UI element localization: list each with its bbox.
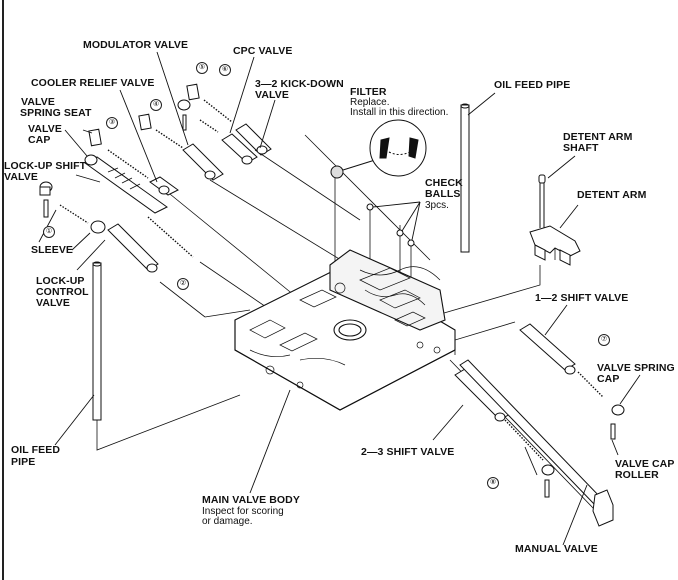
- label-valve-cap-2: CAP: [28, 134, 51, 146]
- label-filter: FILTER: [350, 86, 387, 98]
- label-shift-valve-12: 1—2 SHIFT VALVE: [535, 292, 629, 304]
- shift-valve-12-part: [519, 323, 576, 375]
- cpc-valve-part: [177, 83, 258, 165]
- label-valve-spring-seat-2: SPRING SEAT: [20, 107, 92, 119]
- label-check-balls-2: BALLS: [425, 188, 461, 200]
- spring-number-6: ⑥: [219, 64, 231, 76]
- label-modulator-valve: MODULATOR VALVE: [83, 39, 189, 51]
- label-lockup-control-valve-1: LOCK-UP: [36, 275, 85, 287]
- label-detent-arm-shaft-1: DETENT ARM: [563, 131, 633, 143]
- cooler-relief-valve-part: [149, 176, 179, 196]
- label-valve-spring-cap-1: VALVE SPRING: [597, 362, 675, 374]
- modulator-valve-part: [182, 143, 224, 181]
- spring-5: [199, 119, 219, 133]
- sleeve-part: [90, 220, 106, 234]
- label-lockup-control-valve-2: CONTROL: [36, 286, 89, 298]
- main-valve-body-note-2: or damage.: [202, 516, 253, 527]
- label-shift-valve-23: 2—3 SHIFT VALVE: [361, 446, 455, 458]
- kickdown-valve-part: [235, 123, 272, 156]
- label-valve-spring-cap-2: CAP: [597, 373, 620, 385]
- main-valve-body-note-1: Inspect for scoring: [202, 506, 284, 517]
- label-lockup-shift-valve-2: VALVE: [4, 171, 38, 183]
- detent-arm: [529, 225, 581, 266]
- manual-valve-part: [459, 359, 614, 527]
- valve-cap-roller-part: [610, 423, 616, 440]
- label-kickdown-valve-2: VALVE: [255, 89, 289, 101]
- label-valve-cap-1: VALVE: [28, 123, 62, 135]
- lockup-control-valve-part: [107, 223, 159, 273]
- label-main-valve-body: MAIN VALVE BODY: [202, 494, 300, 506]
- label-valve-cap-roller-2: ROLLER: [615, 469, 659, 481]
- detent-arm-shaft: [538, 174, 546, 228]
- spring-number-5: ⑤: [196, 62, 208, 74]
- spring-number-1: ①: [43, 226, 55, 238]
- spring-number-2: ②: [177, 278, 189, 290]
- spring-2: [147, 216, 194, 258]
- filter-note-2: Install in this direction.: [350, 107, 449, 118]
- filter-note-1: Replace.: [350, 97, 390, 108]
- label-detent-arm: DETENT ARM: [577, 189, 647, 201]
- label-check-balls-1: CHECK: [425, 177, 463, 189]
- valve-cap-left-1: [39, 181, 53, 196]
- label-cpc-valve: CPC VALVE: [233, 45, 293, 57]
- spring-number-4: ④: [150, 99, 162, 111]
- label-oil-feed-pipe-left-2: PIPE: [11, 456, 36, 468]
- spring-8: [504, 419, 544, 461]
- label-cooler-relief-valve: COOLER RELIEF VALVE: [31, 77, 155, 89]
- label-oil-feed-pipe-right: OIL FEED PIPE: [494, 79, 571, 91]
- spring-number-7: ⑦: [598, 334, 610, 346]
- spring-4-seat: [138, 113, 152, 131]
- oil-feed-pipe-right: [460, 103, 470, 253]
- filter-part: [330, 119, 427, 179]
- lockup-shift-valve: [84, 154, 168, 214]
- spring-1: [59, 204, 89, 224]
- page-border: [2, 0, 4, 580]
- oil-feed-pipe-left: [92, 261, 102, 421]
- label-valve-cap-roller-1: VALVE CAP: [615, 458, 675, 470]
- label-lockup-control-valve-3: VALVE: [36, 297, 70, 309]
- valve-spring-seat-part: [88, 128, 102, 147]
- spring-6: [203, 99, 233, 123]
- label-manual-valve: MANUAL VALVE: [515, 543, 598, 555]
- label-leaders: [38, 51, 641, 546]
- spring-number-8: ⑧: [487, 477, 499, 489]
- spring-4: [155, 129, 184, 149]
- label-valve-spring-seat-1: VALVE: [21, 96, 55, 108]
- label-detent-arm-shaft-2: SHAFT: [563, 142, 599, 154]
- check-balls: [366, 203, 415, 247]
- pin-left: [43, 199, 49, 218]
- spring-number-3: ③: [106, 117, 118, 129]
- label-oil-feed-pipe-left-1: OIL FEED: [11, 444, 61, 456]
- main-valve-body: [234, 249, 456, 411]
- spring-3: [107, 149, 149, 179]
- label-kickdown-valve-1: 3—2 KICK-DOWN: [255, 78, 344, 90]
- valve-cap-right: [541, 464, 555, 498]
- check-balls-note: 3pcs.: [425, 200, 449, 211]
- label-lockup-shift-valve-1: LOCK-UP SHIFT: [4, 160, 87, 172]
- valve-spring-cap-part: [611, 404, 625, 416]
- label-sleeve: SLEEVE: [31, 244, 74, 256]
